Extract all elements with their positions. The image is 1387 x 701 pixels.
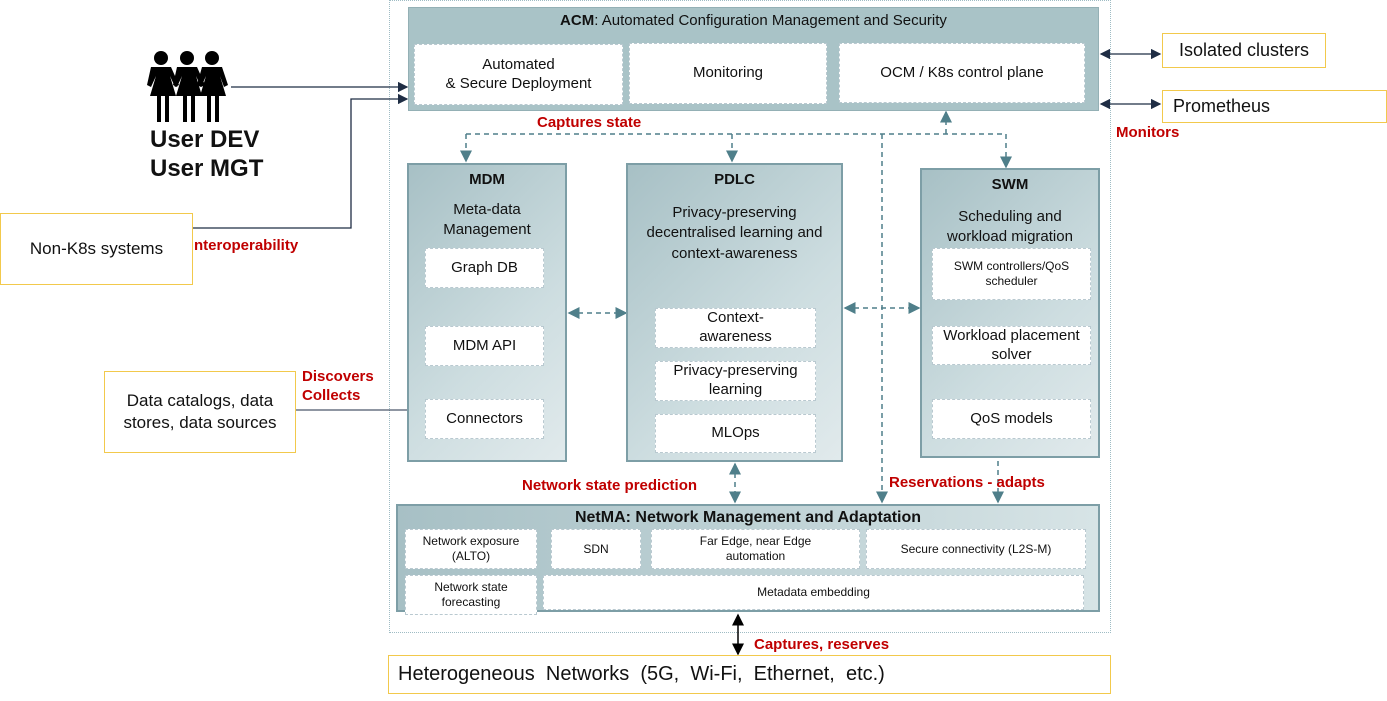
swm-title: SWM xyxy=(991,176,1029,193)
interoperability-label: nteroperability xyxy=(194,237,299,254)
netma-sdn[interactable]: SDN xyxy=(551,529,641,569)
pdlc-context-awareness[interactable]: Context-awareness xyxy=(655,308,816,348)
pdlc-mlops[interactable]: MLOps xyxy=(655,414,816,453)
netma-secure-connectivity[interactable]: Secure connectivity (L2S-M) xyxy=(866,529,1086,569)
netma-metadata-embedding[interactable]: Metadata embedding xyxy=(543,575,1084,610)
collects-label: Collects xyxy=(302,387,361,404)
mdm-subtitle: Meta-data Management xyxy=(443,201,531,239)
acm-title-abbr: ACM xyxy=(560,12,595,29)
heterogeneous-networks-box[interactable]: Heterogeneous Networks (5G, Wi-Fi, Ether… xyxy=(388,655,1111,694)
swm-subtitle: Scheduling and workload migration xyxy=(947,208,1073,246)
swm-controllers-qos-scheduler[interactable]: SWM controllers/QoS scheduler xyxy=(932,248,1091,300)
pdlc-subtitle: Privacy-preserving decentralised learnin… xyxy=(646,204,823,262)
mdm-api[interactable]: MDM API xyxy=(425,326,544,366)
discovers-collects-label: Discovers Collects xyxy=(302,367,374,405)
netma-title: NetMA: Network Management and Adaptation xyxy=(574,509,922,526)
non-k8s-systems-box[interactable]: Non-K8s systems xyxy=(0,213,193,285)
pdlc-title: PDLC xyxy=(714,171,755,188)
acm-automated-secure-deployment[interactable]: Automated & Secure Deployment xyxy=(414,44,623,105)
acm-title-text: : Automated Configuration Management and… xyxy=(594,12,947,29)
monitors-label: Monitors xyxy=(1116,124,1180,141)
three-people-icon xyxy=(146,50,228,124)
acm-ocm-k8s-control-plane[interactable]: OCM / K8s control plane xyxy=(839,43,1085,103)
mdm-title: MDM xyxy=(469,171,505,188)
network-state-prediction-label: Network state prediction xyxy=(522,477,698,494)
swm-workload-placement-solver[interactable]: Workload placement solver xyxy=(932,326,1091,365)
mdm-graph-db[interactable]: Graph DB xyxy=(425,248,544,288)
netma-network-exposure-alto[interactable]: Network exposure (ALTO) xyxy=(405,529,537,569)
netma-far-near-edge-automation[interactable]: Far Edge, near Edge automation xyxy=(651,529,860,569)
mdm-connectors[interactable]: Connectors xyxy=(425,399,544,439)
acm-title: ACM: Automated Configuration Management … xyxy=(408,12,1099,29)
data-sources-box[interactable]: Data catalogs, data stores, data sources xyxy=(104,371,296,453)
swm-qos-models[interactable]: QoS models xyxy=(932,399,1091,439)
non-k8s-to-acm-arrow xyxy=(193,93,409,229)
acm-monitoring[interactable]: Monitoring xyxy=(629,43,827,104)
reservations-adapts-label: Reservations - adapts xyxy=(889,474,1045,491)
captures-state-label: Captures state xyxy=(537,114,642,131)
system-boundary xyxy=(389,0,1111,633)
user-mgt-label: User MGT xyxy=(150,155,264,182)
user-dev-label: User DEV xyxy=(150,126,260,153)
netma-network-state-forecasting[interactable]: Network state forecasting xyxy=(405,575,537,615)
captures-reserves-label: Captures, reserves xyxy=(754,636,890,653)
pdlc-privacy-preserving-learning[interactable]: Privacy-preserving learning xyxy=(655,361,816,401)
discovers-label: Discovers xyxy=(302,368,374,385)
prometheus-box[interactable]: Prometheus xyxy=(1162,90,1387,123)
isolated-clusters-box[interactable]: Isolated clusters xyxy=(1162,33,1326,68)
users-label: User DEV User MGT xyxy=(150,125,290,183)
